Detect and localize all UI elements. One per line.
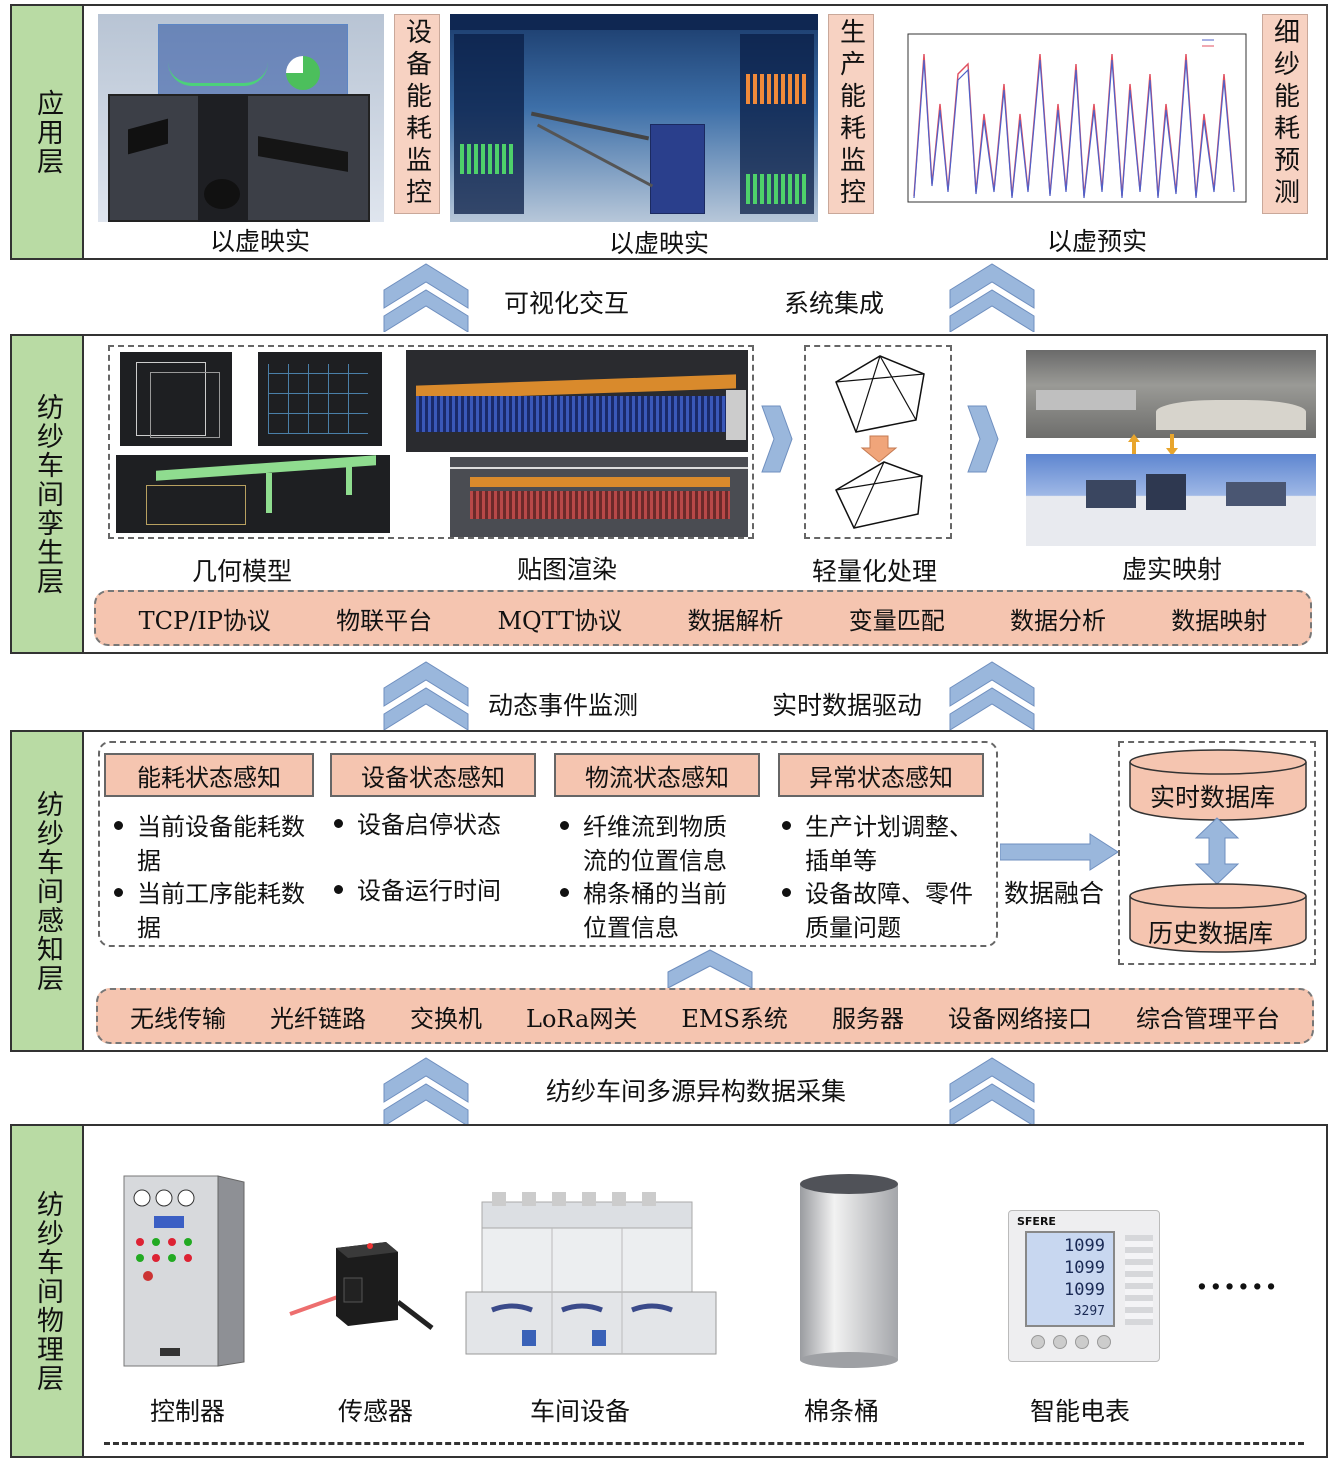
band-item: 物联平台 — [336, 606, 433, 635]
band-item: 变量匹配 — [848, 606, 945, 635]
bidirectional-arrows-icon — [1128, 434, 1178, 456]
bullet-item: 纤维流到物质流的位置信息 — [560, 810, 770, 878]
bullet-item: 生产计划调整、插单等 — [782, 810, 992, 878]
bullet-item: 棉条桶的当前位置信息 — [560, 877, 770, 945]
sensor-caption: 传感器 — [338, 1397, 414, 1426]
band-item: 数据映射 — [1171, 606, 1268, 635]
meter-reading: 1099 — [1064, 1280, 1105, 1300]
chevron-right-icon-1 — [761, 405, 793, 473]
app-caption-1: 以虚映实 — [209, 227, 310, 256]
fusion-arrow-icon — [1000, 833, 1119, 871]
smart-meter-caption: 智能电表 — [1030, 1397, 1131, 1426]
bullet-item: 当前设备能耗数据 — [114, 810, 324, 878]
perception-layer-title: 纺纱车间感知层 — [12, 732, 84, 1050]
workshop-equipment-caption: 车间设备 — [530, 1397, 631, 1426]
band-item: 综合管理平台 — [1135, 1004, 1280, 1033]
equipment-state-tag: 设备状态感知 — [330, 753, 536, 797]
up-arrow-center — [667, 949, 753, 989]
sliver-can-caption: 棉条桶 — [804, 1397, 880, 1426]
database-icon-history — [1129, 883, 1307, 953]
bullet-item: 当前工序能耗数据 — [114, 877, 324, 945]
app-caption-3: 以虚预实 — [1046, 227, 1147, 256]
geometric-model-caption: 几何模型 — [192, 557, 293, 586]
perception-network-band: 无线传输 光纤链路 交换机 LoRa网关 EMS系统 服务器 设备网络接口 综合… — [96, 988, 1314, 1044]
realtime-db-label: 实时数据库 — [1150, 783, 1276, 812]
wireframe-cabinet-2 — [258, 352, 382, 446]
lightweight-mesh-icon — [835, 355, 925, 529]
lightweight-frame — [804, 345, 952, 539]
wireframe-cabinet-1 — [120, 352, 232, 446]
production-energy-dashboard — [450, 14, 818, 222]
bullet-item: 设备运行时间 — [334, 874, 544, 908]
band-item: 服务器 — [831, 1004, 904, 1033]
smart-meter-icon: SFERE 1099 1099 1099 3297 — [1008, 1210, 1160, 1362]
texture-render-caption: 贴图渲染 — [517, 555, 618, 584]
band-item: LoRa网关 — [526, 1004, 638, 1033]
modeling-group-frame — [108, 345, 754, 539]
twin-layer-title: 纺纱车间孪生层 — [12, 336, 84, 652]
up-arrow-right-3 — [949, 1057, 1035, 1126]
band-item: 数据分析 — [1010, 606, 1106, 635]
double-vertical-arrow-icon — [1194, 817, 1240, 885]
spinning-energy-forecast-chart — [884, 14, 1254, 222]
visual-interaction-label: 可视化交互 — [504, 289, 630, 318]
virtual-real-mapping-caption: 虚实映射 — [1122, 555, 1223, 584]
band-item: 无线传输 — [130, 1004, 226, 1033]
database-icon-realtime — [1129, 749, 1307, 821]
equipment-energy-3d-view — [98, 14, 384, 222]
history-db-label: 历史数据库 — [1148, 919, 1274, 948]
up-arrow-left-2 — [383, 661, 469, 730]
dynamic-event-label: 动态事件监测 — [488, 691, 639, 720]
meter-reading: 1099 — [1064, 1258, 1105, 1278]
abnormal-state-tag: 异常状态感知 — [778, 753, 984, 797]
application-layer-title: 应用层 — [12, 6, 84, 258]
lightweight-caption: 轻量化处理 — [812, 557, 938, 586]
band-item: 光纤链路 — [270, 1004, 367, 1033]
system-integration-label: 系统集成 — [784, 289, 885, 318]
twin-protocol-band: TCP/IP协议 物联平台 MQTT协议 数据解析 变量匹配 数据分析 数据映射 — [94, 590, 1312, 646]
bullet-item: 设备启停状态 — [334, 808, 544, 842]
app-label-equipment-energy: 设备能耗监控 — [394, 14, 440, 214]
perception-group-frame — [98, 741, 998, 947]
band-item: EMS系统 — [681, 1004, 788, 1033]
band-item: 设备网络接口 — [947, 1004, 1092, 1033]
wireframe-plant-layout — [116, 455, 390, 533]
sliver-can-icon — [800, 1174, 898, 1368]
workshop-equipment-icon — [465, 1192, 717, 1355]
controller-caption: 控制器 — [150, 1397, 226, 1426]
physical-bottom-divider — [104, 1442, 1304, 1445]
bullet-item: 设备故障、零件质量问题 — [782, 877, 992, 945]
band-item: 数据解析 — [687, 606, 784, 635]
database-group-frame — [1118, 741, 1316, 965]
band-item: TCP/IP协议 — [138, 606, 271, 635]
app-label-production-energy: 生产能耗监控 — [828, 14, 874, 214]
physical-layer-title: 纺纱车间物理层 — [12, 1126, 84, 1456]
textured-spinning-machine — [406, 350, 748, 452]
band-item: 交换机 — [410, 1004, 483, 1033]
up-arrow-right-1 — [949, 263, 1035, 332]
data-fusion-label: 数据融合 — [1004, 879, 1105, 908]
realtime-drive-label: 实时数据驱动 — [772, 691, 923, 720]
band-item: MQTT协议 — [497, 606, 623, 635]
data-acquisition-label: 纺纱车间多源异构数据采集 — [546, 1077, 847, 1106]
chevron-right-icon-2 — [967, 405, 999, 473]
textured-plant-layout — [450, 457, 748, 537]
up-arrow-left-1 — [383, 263, 469, 332]
real-workshop-photo — [1026, 350, 1316, 438]
meter-brand: SFERE — [1017, 1215, 1056, 1228]
logistics-state-tag: 物流状态感知 — [554, 753, 760, 797]
sensor-icon — [289, 1242, 434, 1330]
energy-state-tag: 能耗状态感知 — [104, 753, 314, 797]
app-caption-2: 以虚映实 — [608, 229, 709, 258]
controller-cabinet-icon — [123, 1175, 245, 1367]
meter-reading: 3297 — [1073, 1304, 1105, 1319]
meter-reading: 1099 — [1064, 1236, 1105, 1256]
more-devices-ellipsis: ...... — [1196, 1258, 1280, 1298]
up-arrow-right-2 — [949, 661, 1035, 730]
virtual-workshop-render — [1026, 454, 1316, 546]
app-label-spinning-forecast: 细纱能耗预测 — [1262, 14, 1308, 214]
up-arrow-left-3 — [383, 1057, 469, 1126]
